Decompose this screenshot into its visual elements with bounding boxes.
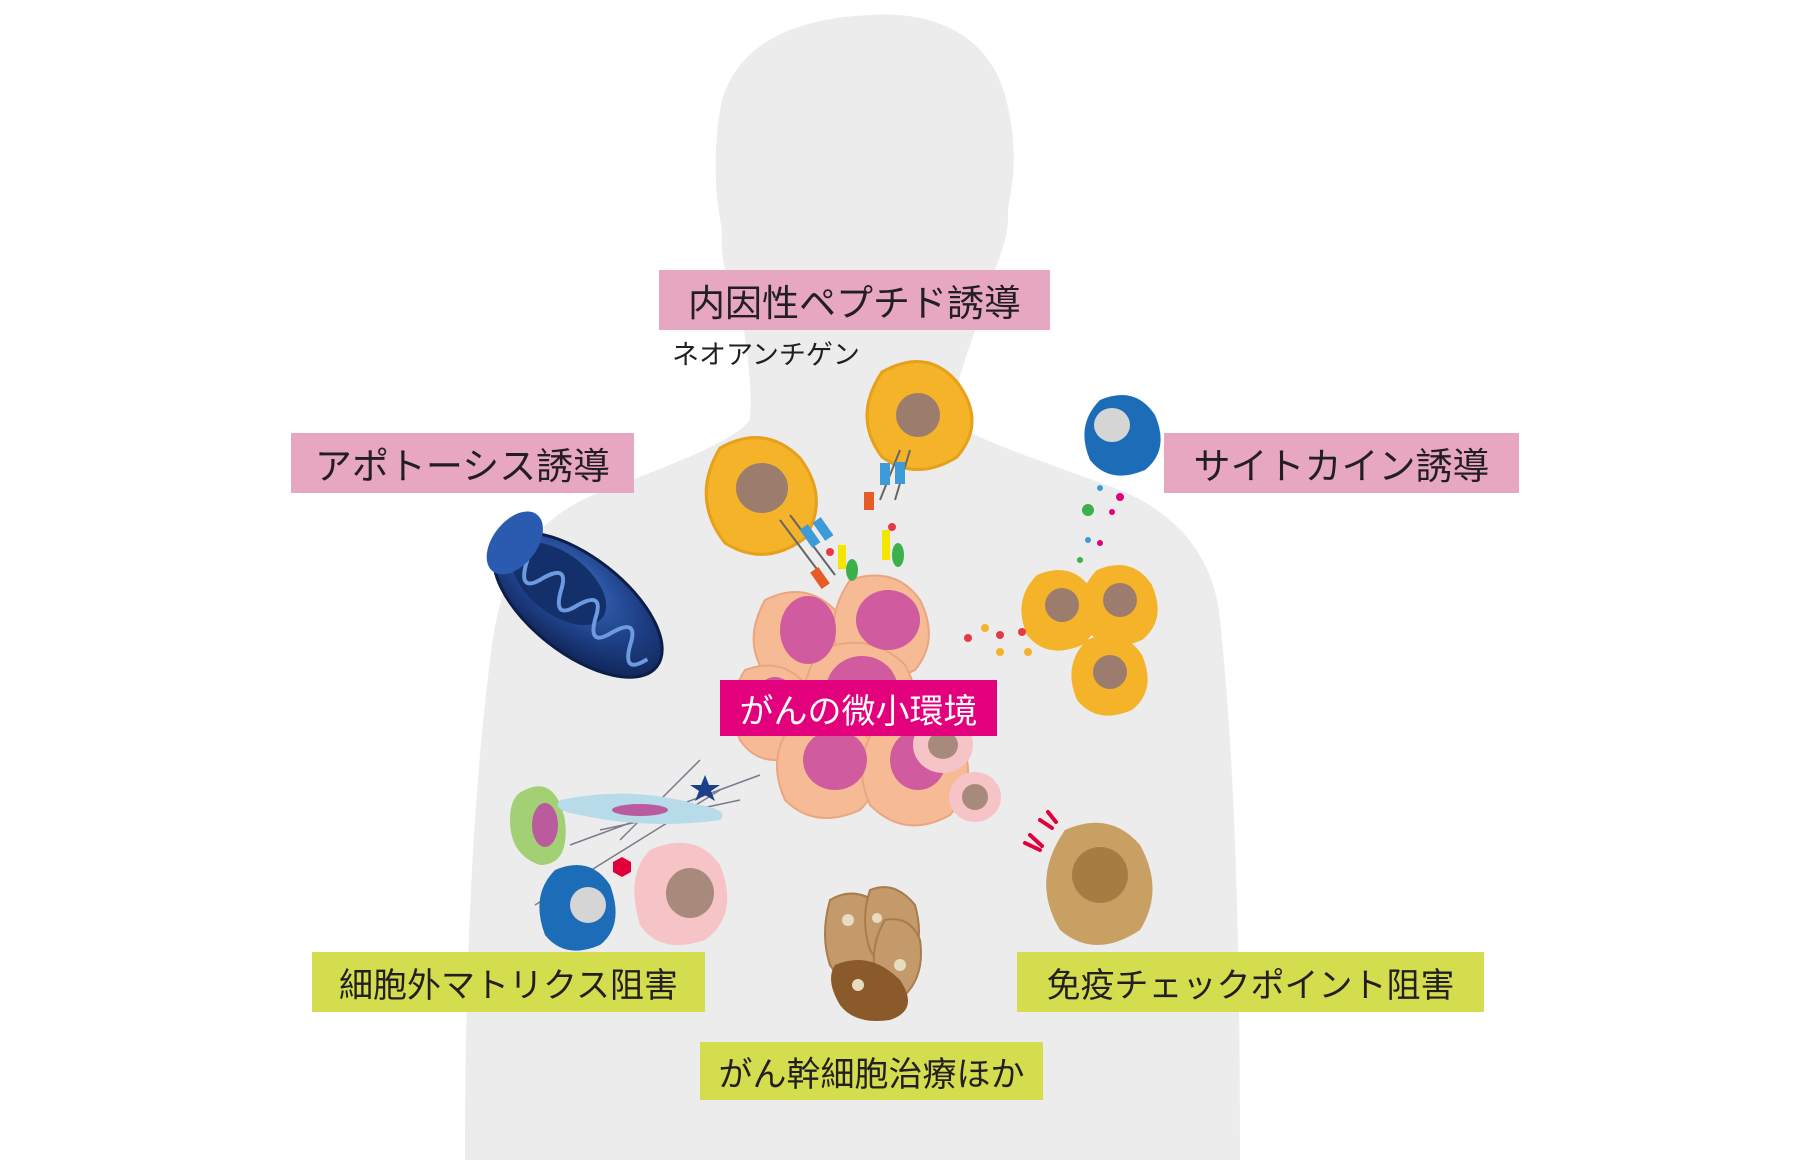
label-endogenous-peptide: 内因性ペプチド誘導 xyxy=(659,270,1050,330)
label-ecm: 細胞外マトリクス阻害 xyxy=(312,952,705,1012)
label-microenvironment: がんの微小環境 xyxy=(720,680,997,736)
label-neoantigen: ネオアンチゲン xyxy=(672,340,860,371)
cytokine-dots xyxy=(964,467,1124,656)
ecm-cells xyxy=(510,775,728,951)
label-cytokine: サイトカイン誘導 xyxy=(1164,433,1519,493)
label-checkpoint: 免疫チェックポイント阻害 xyxy=(1017,952,1484,1012)
mitochondria-illustration xyxy=(486,511,664,679)
cytokine-cells xyxy=(1021,395,1161,716)
tcr-receptors xyxy=(779,449,911,590)
label-stem-cell: がん幹細胞治療ほか xyxy=(700,1042,1043,1100)
t-cells-top xyxy=(704,360,974,556)
stem-cell-cluster xyxy=(824,886,922,1021)
checkpoint-cell xyxy=(1023,810,1153,945)
label-apoptosis: アポトーシス誘導 xyxy=(291,433,634,493)
